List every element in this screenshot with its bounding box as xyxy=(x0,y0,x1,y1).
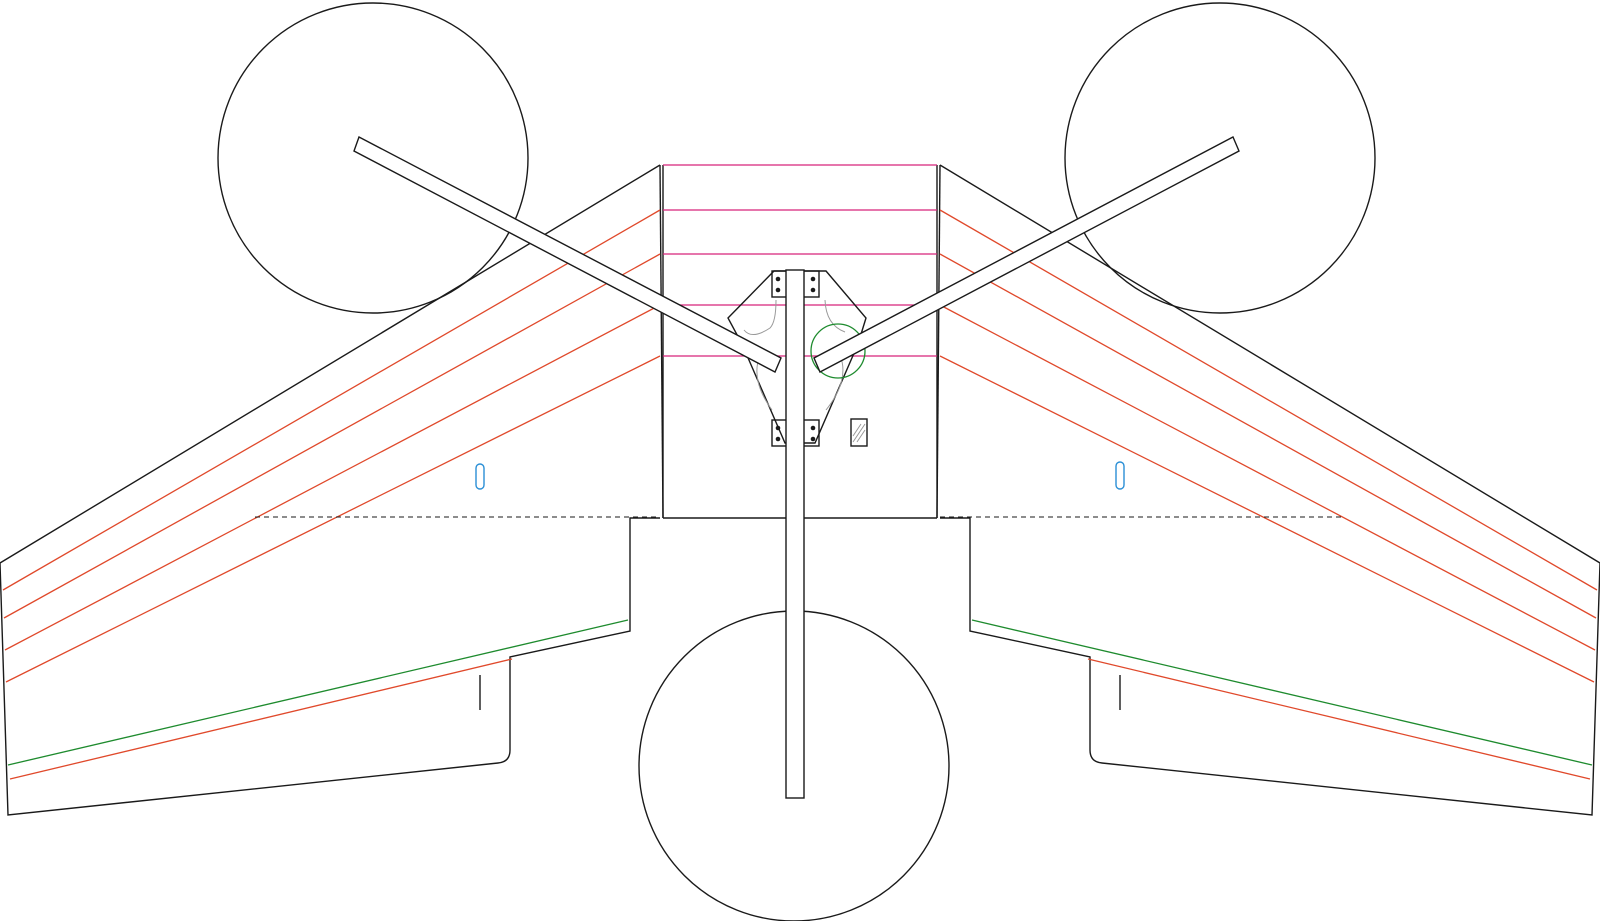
screw-hole xyxy=(775,276,781,282)
mount-screw-block-top-right xyxy=(802,270,820,298)
right-wing xyxy=(936,164,1600,816)
rotor-disc-front-left xyxy=(217,2,529,314)
motor-mount-green-circle xyxy=(810,323,866,379)
left-fold-line-1 xyxy=(2,209,661,591)
right-bevel-line xyxy=(971,619,1593,766)
screw-hole xyxy=(775,436,781,442)
screw-hole xyxy=(810,276,816,282)
right-fold-line-1 xyxy=(939,209,1598,591)
left-trailing-cut-line xyxy=(9,658,513,780)
left-fold-line-3 xyxy=(4,304,661,651)
screw-hole xyxy=(810,287,816,293)
right-fold-line-3 xyxy=(939,304,1596,651)
motor-mount-outline xyxy=(727,270,867,444)
rotor-disc-front-right xyxy=(1064,2,1376,314)
left-fold-line-2 xyxy=(3,253,661,619)
right-fold-line-2 xyxy=(939,253,1597,619)
arm-front-right xyxy=(813,136,1240,373)
arm-front-left xyxy=(353,136,782,373)
right-wing-outline xyxy=(939,164,1600,816)
right-servo-slot xyxy=(1115,461,1125,490)
right-fold-line-4 xyxy=(939,355,1595,683)
left-bevel-line xyxy=(7,619,629,766)
left-servo-slot xyxy=(475,463,485,490)
component-pad-hatch xyxy=(852,423,866,443)
mount-screw-block-bottom-right xyxy=(802,419,820,447)
arms xyxy=(353,136,1240,799)
left-wing-outline xyxy=(0,164,661,816)
component-pad xyxy=(850,418,868,447)
right-trailing-cut-line xyxy=(1087,658,1591,780)
arm-rear xyxy=(785,269,805,799)
motor-mount-guide-curve xyxy=(743,299,846,411)
left-wing xyxy=(0,164,664,816)
screw-hole xyxy=(810,436,816,442)
screw-hole xyxy=(775,287,781,293)
screw-hole xyxy=(810,425,816,431)
left-fold-line-4 xyxy=(5,355,661,683)
screw-hole xyxy=(775,425,781,431)
